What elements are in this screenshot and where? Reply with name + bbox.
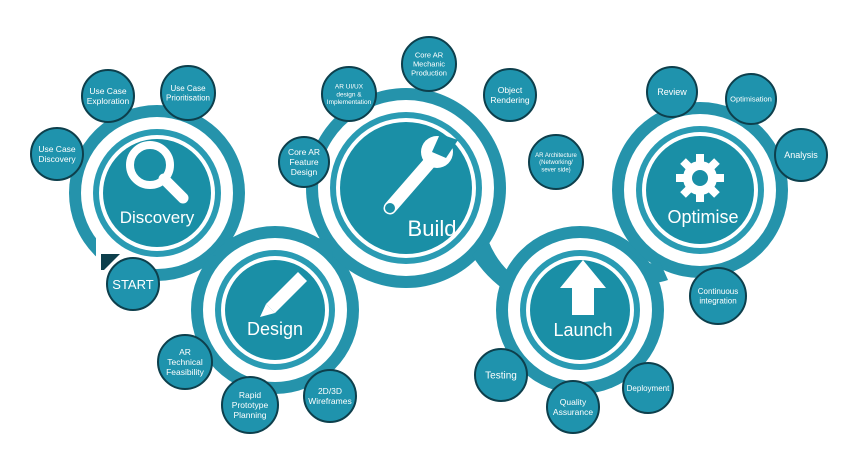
satellite-label: AR UI/UX <box>335 83 364 90</box>
satellite-bubble <box>546 380 600 434</box>
satellite-bubble <box>689 267 747 325</box>
stage-launch[interactable]: Launch <box>530 260 630 360</box>
stage-design[interactable]: Design <box>225 260 325 360</box>
stage-launch-label: Launch <box>553 320 612 340</box>
satellite-bubble <box>483 68 537 122</box>
satellite-ar-architecture[interactable]: AR Architecture(Networking/sever side) <box>528 134 584 190</box>
satellite-label: Planning <box>233 410 266 420</box>
stage-optimise-label: Optimise <box>667 207 738 227</box>
satellite-label: Object <box>498 85 523 95</box>
satellite-bubble <box>30 127 84 181</box>
satellite-label: Technical <box>167 357 203 367</box>
satellite-label: (Networking/ <box>539 160 573 166</box>
stage-discovery-label: Discovery <box>120 208 195 227</box>
satellite-bubble <box>646 66 698 118</box>
satellite-label: AR <box>179 347 191 357</box>
satellite-bubble <box>725 73 777 125</box>
satellite-label: Production <box>411 69 447 78</box>
up-arrow-icon <box>560 260 606 315</box>
satellite-label: Use Case <box>38 144 76 154</box>
satellite-bubble <box>278 136 330 188</box>
satellite-label: Testing <box>485 371 517 382</box>
satellite-label: Assurance <box>553 407 593 417</box>
satellite-bubble <box>303 369 357 423</box>
satellite-bubble <box>81 69 135 123</box>
stage-optimise[interactable]: Optimise <box>646 136 754 244</box>
satellite-label: Use Case <box>170 84 206 93</box>
satellite-label: Exploration <box>87 96 130 106</box>
satellite-bubble <box>774 128 828 182</box>
satellite-label: Discovery <box>38 154 76 164</box>
magnifier-icon <box>126 141 189 204</box>
satellite-label: Rapid <box>239 390 261 400</box>
satellite-label: sever side) <box>541 167 570 173</box>
satellite-label: Core AR <box>415 51 444 60</box>
satellite-label: Quality <box>560 397 587 407</box>
satellite-optimisation[interactable]: Optimisation <box>725 73 777 125</box>
satellite-label: Analysis <box>784 150 818 160</box>
satellite-label: Feasibility <box>166 367 205 377</box>
stage-design-label: Design <box>247 319 303 339</box>
satellite-label: 2D/3D <box>318 386 342 396</box>
satellite-deployment[interactable]: Deployment <box>622 362 674 414</box>
stage-build[interactable]: Build <box>340 122 472 254</box>
satellite-label: Use Case <box>89 86 127 96</box>
satellite-label: Review <box>657 87 687 97</box>
satellite-label: integration <box>699 297 736 306</box>
start-label: START <box>112 277 153 292</box>
wrench-icon <box>383 134 458 215</box>
satellite-label: Mechanic <box>413 60 445 69</box>
satellite-label: design & <box>336 91 362 98</box>
satellite-bubble <box>221 376 279 434</box>
satellite-label: Core AR <box>288 147 320 157</box>
satellite-bubble <box>401 36 457 92</box>
satellite-bubble <box>157 334 213 390</box>
satellite-label: Prioritisation <box>166 94 210 103</box>
satellite-label: Deployment <box>627 384 670 393</box>
satellite-testing[interactable]: Testing <box>474 348 528 402</box>
satellite-label: Feature <box>289 157 319 167</box>
satellite-label: Wireframes <box>308 396 351 406</box>
start-marker[interactable]: START <box>101 254 160 311</box>
satellite-analysis[interactable]: Analysis <box>774 128 828 182</box>
satellite-bubble <box>474 348 528 402</box>
pencil-icon <box>260 272 307 317</box>
gear-icon <box>676 154 724 202</box>
satellite-label: Continuous <box>698 287 738 296</box>
satellite-label: Optimisation <box>730 95 772 104</box>
satellite-bubble <box>160 65 216 121</box>
satellite-bubble <box>622 362 674 414</box>
satellite-label: Rendering <box>490 95 529 105</box>
satellite-label: Prototype <box>232 400 269 410</box>
satellite-label: Design <box>291 167 318 177</box>
stage-build-label: Build <box>408 216 457 241</box>
stage-discovery[interactable]: Discovery <box>103 139 211 247</box>
satellite-label: Implementation <box>327 99 372 106</box>
satellite-review[interactable]: Review <box>646 66 698 118</box>
satellite-label: AR Architecture <box>535 153 577 159</box>
satellite-bubble <box>321 66 377 122</box>
satellite-bubble <box>528 134 584 190</box>
